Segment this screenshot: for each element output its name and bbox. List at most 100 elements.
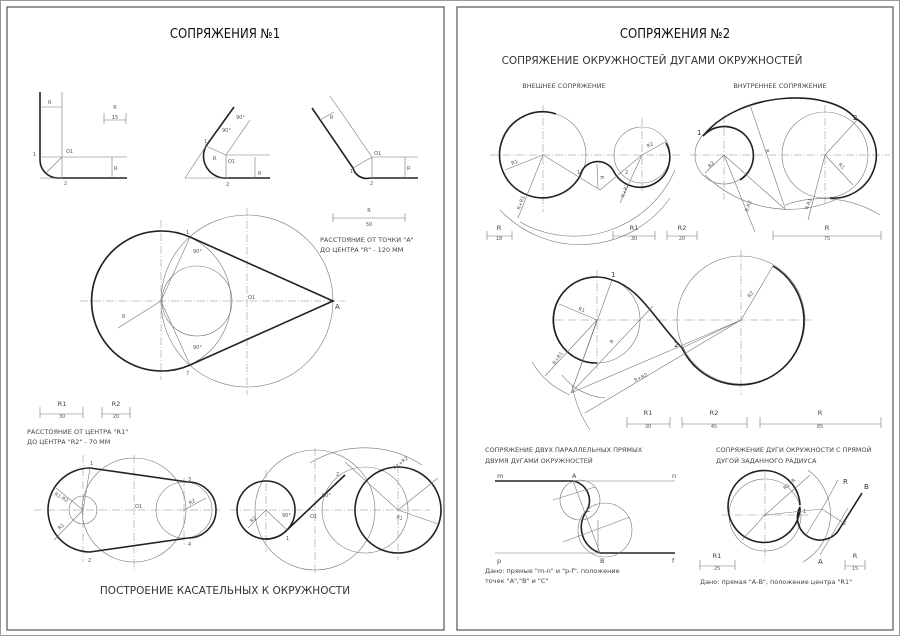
r-label: R bbox=[48, 100, 52, 106]
svg-text:R2: R2 bbox=[710, 409, 719, 417]
svg-text:15: 15 bbox=[112, 115, 118, 121]
note-centers-line-1: РАССТОЯНИЕ ОТ ЦЕНТРА "R1" bbox=[27, 428, 128, 436]
svg-text:2: 2 bbox=[843, 521, 846, 527]
svg-text:R1: R1 bbox=[837, 162, 846, 171]
svg-text:p: p bbox=[497, 557, 501, 565]
svg-text:90°: 90° bbox=[222, 128, 231, 134]
svg-text:R: R bbox=[213, 156, 217, 162]
point-2-label: 2 bbox=[64, 181, 67, 187]
svg-text:2: 2 bbox=[625, 170, 628, 176]
svg-text:30: 30 bbox=[59, 414, 65, 420]
svg-text:C: C bbox=[586, 506, 591, 514]
svg-text:R: R bbox=[598, 175, 605, 180]
svg-text:R: R bbox=[258, 171, 262, 177]
svg-text:R1: R1 bbox=[713, 552, 722, 560]
svg-text:R: R bbox=[843, 478, 848, 486]
svg-text:R+R2: R+R2 bbox=[620, 183, 631, 199]
parallel-title-line-1: СОПРЯЖЕНИЕ ДВУХ ПАРАЛЛЕЛЬНЫХ ПРЯМЫХ bbox=[485, 446, 643, 454]
svg-text:85: 85 bbox=[817, 424, 823, 430]
svg-text:A: A bbox=[572, 472, 577, 480]
internal-tangent-figure: 1 2 90° 90° R2 R1 R1+R2 O1 bbox=[230, 447, 442, 575]
sheet-1: СОПРЯЖЕНИЯ №1 R R 1 2 O1 R 15 1 2 O1 R R bbox=[6, 6, 445, 631]
svg-text:R1: R1 bbox=[58, 400, 67, 408]
svg-text:n: n bbox=[672, 472, 676, 480]
parallel-note-line-1: Дано: прямые "m-n" и "p-f", положение bbox=[485, 567, 620, 575]
svg-text:1: 1 bbox=[90, 461, 93, 467]
svg-text:1: 1 bbox=[286, 536, 289, 542]
svg-text:O1: O1 bbox=[135, 504, 142, 510]
svg-text:90°: 90° bbox=[193, 249, 202, 255]
svg-text:O1: O1 bbox=[228, 159, 235, 165]
svg-text:7: 7 bbox=[186, 371, 189, 377]
fillet-right-angle-figure: R R 1 2 O1 R 15 bbox=[33, 92, 127, 187]
svg-text:R+R1: R+R1 bbox=[516, 195, 527, 211]
sheet-1-bottom-title: ПОСТРОЕНИЕ КАСАТЕЛЬНЫХ К ОКРУЖНОСТИ bbox=[100, 585, 350, 597]
parallel-note-line-2: точек "А","В" и "С" bbox=[485, 577, 548, 585]
svg-text:R1: R1 bbox=[511, 159, 519, 167]
svg-text:R: R bbox=[818, 409, 823, 417]
svg-text:50: 50 bbox=[366, 222, 372, 228]
svg-text:R: R bbox=[825, 224, 830, 232]
svg-text:45: 45 bbox=[711, 424, 717, 430]
svg-text:1: 1 bbox=[350, 169, 353, 175]
dimension-r1-25: R1 25 bbox=[699, 552, 736, 572]
svg-text:R1: R1 bbox=[57, 522, 66, 531]
internal-fillet-figure: 1 2 R2 R1 R R-R2 R-R1 bbox=[690, 97, 890, 233]
sheet-1-title: СОПРЯЖЕНИЯ №1 bbox=[170, 27, 280, 42]
svg-text:R2: R2 bbox=[747, 290, 756, 299]
sheet-2-subtitle: СОПРЯЖЕНИЕ ОКРУЖНОСТЕЙ ДУГАМИ ОКРУЖНОСТЕ… bbox=[502, 54, 803, 67]
svg-text:2: 2 bbox=[370, 181, 373, 187]
svg-text:2: 2 bbox=[674, 341, 678, 349]
svg-text:90°: 90° bbox=[322, 493, 331, 499]
svg-text:O1: O1 bbox=[374, 151, 381, 157]
svg-text:90°: 90° bbox=[236, 115, 245, 121]
svg-text:R2: R2 bbox=[188, 498, 197, 507]
svg-text:m: m bbox=[497, 472, 503, 480]
svg-text:O1: O1 bbox=[310, 514, 317, 520]
svg-text:R: R bbox=[763, 149, 770, 155]
svg-text:f: f bbox=[672, 557, 675, 565]
svg-text:R1: R1 bbox=[395, 514, 403, 522]
external-title: ВНЕШНЕЕ СОПРЯЖЕНИЕ bbox=[522, 82, 606, 90]
svg-text:R: R bbox=[113, 105, 117, 111]
sheet-2: СОПРЯЖЕНИЯ №2 СОПРЯЖЕНИЕ ОКРУЖНОСТЕЙ ДУГ… bbox=[456, 6, 894, 631]
note-distance-a-line-2: ДО ЦЕНТРА "R" - 120 ММ bbox=[320, 246, 403, 254]
svg-text:18: 18 bbox=[496, 236, 502, 242]
svg-text:30: 30 bbox=[645, 424, 651, 430]
tangent-from-point-figure: 1 7 90° 90° O1 R A bbox=[80, 208, 345, 395]
dimensions-middle: R1 30 R2 45 R 85 bbox=[626, 409, 882, 430]
svg-text:R2: R2 bbox=[249, 515, 258, 524]
svg-text:R-R1: R-R1 bbox=[804, 198, 814, 211]
arcline-title-line-1: СОПРЯЖЕНИЕ ДУГИ ОКРУЖНОСТИ С ПРЯМОЙ bbox=[716, 445, 872, 454]
svg-text:25: 25 bbox=[714, 566, 720, 572]
svg-text:R: R bbox=[609, 338, 616, 345]
svg-text:75: 75 bbox=[824, 236, 830, 242]
svg-text:R1: R1 bbox=[630, 224, 639, 232]
svg-text:B: B bbox=[600, 557, 604, 565]
svg-text:1: 1 bbox=[204, 139, 207, 145]
svg-text:1: 1 bbox=[803, 509, 806, 515]
svg-text:1: 1 bbox=[697, 129, 701, 137]
svg-text:15: 15 bbox=[852, 566, 858, 572]
svg-text:2: 2 bbox=[226, 182, 229, 188]
arcline-note: Дано: прямая "А-В", положение центра "R1… bbox=[700, 578, 852, 586]
svg-text:R: R bbox=[330, 115, 334, 121]
sheet-2-frame bbox=[456, 6, 894, 631]
arc-line-figure: B A R 1 2 R1+R bbox=[722, 469, 869, 566]
external-tangents-figure: 1 2 3 4 R1-R2 R1 R2 O1 bbox=[34, 455, 220, 570]
svg-text:R1: R1 bbox=[577, 306, 585, 314]
note-distance-a-line-1: РАССТОЯНИЕ ОТ ТОЧКИ "А" bbox=[320, 236, 414, 244]
svg-text:2: 2 bbox=[88, 558, 91, 564]
svg-text:20: 20 bbox=[113, 414, 119, 420]
note-centers-line-2: ДО ЦЕНТРА "R2" - 70 ММ bbox=[27, 438, 110, 446]
svg-text:R1: R1 bbox=[644, 409, 653, 417]
svg-text:R-R2: R-R2 bbox=[744, 200, 754, 213]
svg-text:30: 30 bbox=[631, 236, 637, 242]
svg-text:1: 1 bbox=[577, 170, 580, 176]
r-label: R bbox=[114, 166, 118, 172]
parallel-lines-figure: m n p f A B C bbox=[495, 472, 676, 565]
dimensions-top: R 18 R1 30 R2 20 R 75 bbox=[486, 224, 882, 242]
fillet-acute-angle-figure: 1 2 O1 R R 90° 90° bbox=[184, 106, 270, 188]
svg-text:B: B bbox=[864, 483, 869, 491]
